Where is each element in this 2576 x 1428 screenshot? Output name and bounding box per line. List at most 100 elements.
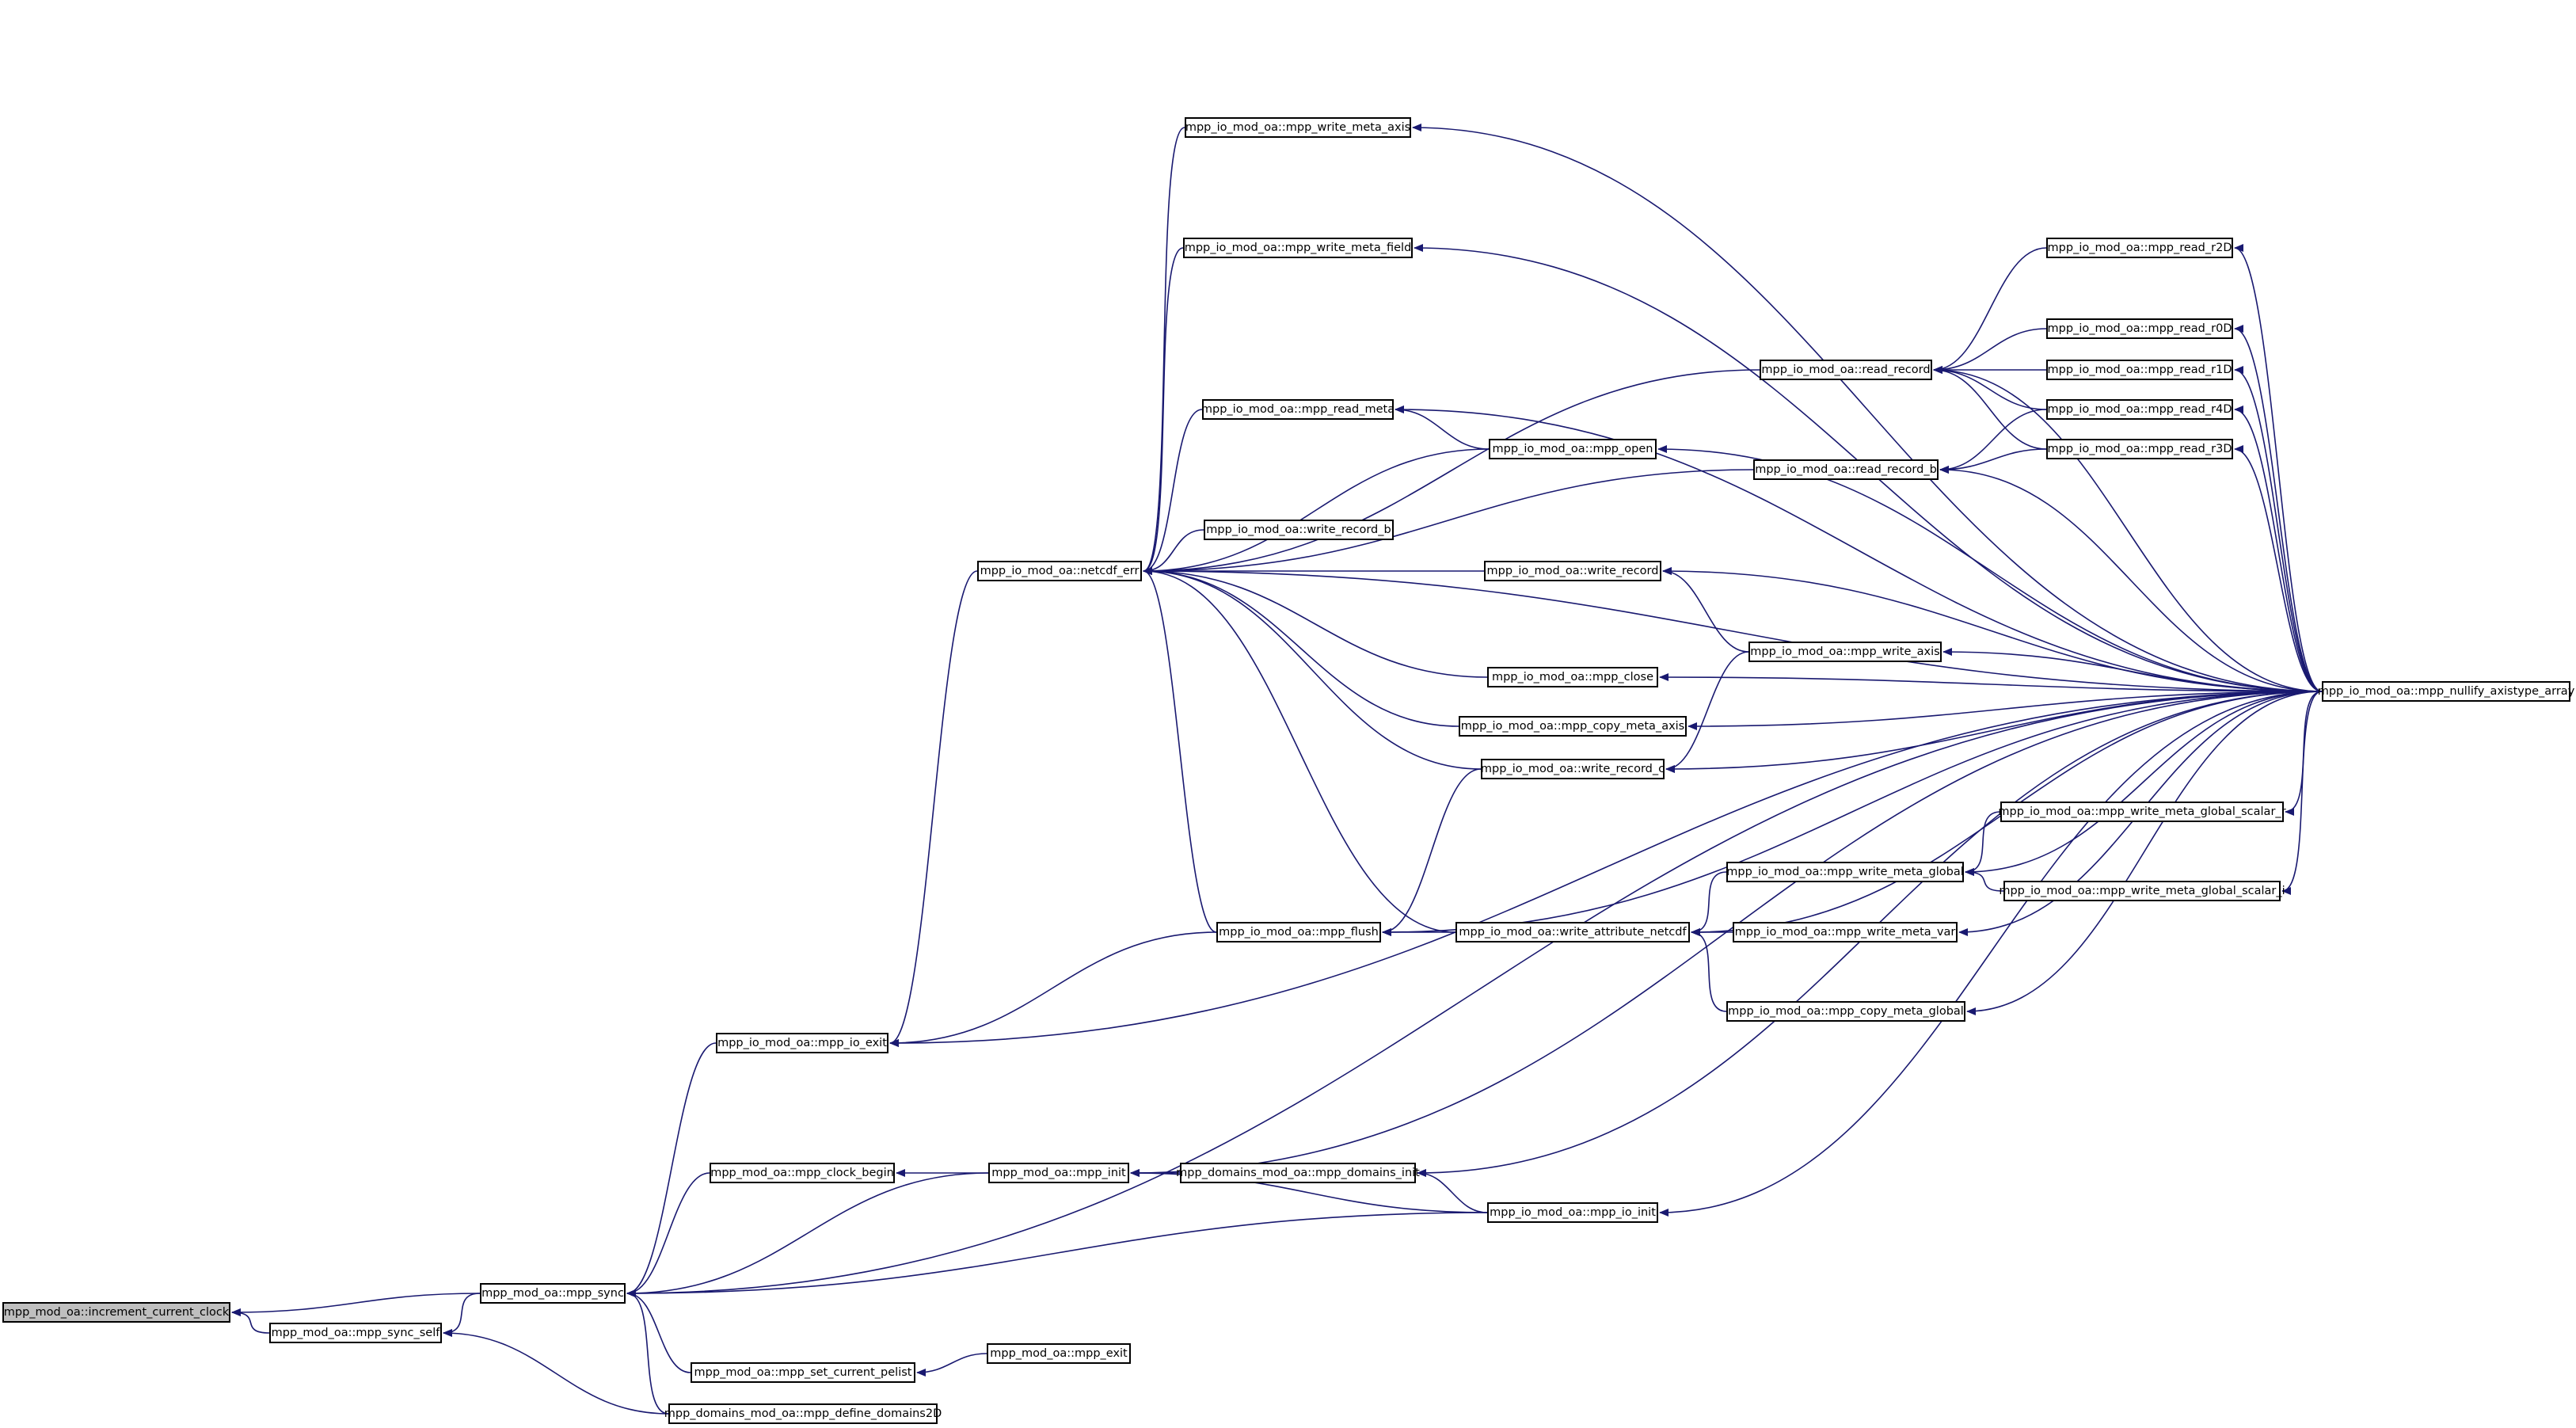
edge-netcdf_err-read_record (1143, 369, 1760, 575)
node-mpp-read-r4d[interactable]: mpp_io_mod_oa::mpp_read_r4D (2046, 399, 2233, 420)
edge-mpp_sync-mpp_set_current_pelist (626, 1289, 691, 1373)
edge-mpp_flush-mpp_nullify_axistype_array (1382, 691, 2323, 936)
edge-mpp_read_r3D-mpp_nullify_axistype_array (2234, 445, 2323, 692)
node-mpp-set-current-pelist[interactable]: mpp_mod_oa::mpp_set_current_pelist (691, 1362, 915, 1383)
edge-mpp_write_meta_global-mpp_write_meta_global_scalar_r (1965, 811, 2001, 876)
node-mpp-write-meta-axis[interactable]: mpp_io_mod_oa::mpp_write_meta_axis (1185, 117, 1411, 138)
node-mpp-close[interactable]: mpp_io_mod_oa::mpp_close (1487, 667, 1658, 687)
edge-netcdf_err-write_record_c (1143, 567, 1482, 770)
node-mpp-copy-meta-global[interactable]: mpp_io_mod_oa::mpp_copy_meta_global (1726, 1001, 1965, 1022)
node-write-record[interactable]: mpp_io_mod_oa::write_record (1484, 561, 1661, 581)
edge-netcdf_err-mpp_flush (1143, 567, 1217, 933)
edge-mpp_read_r0D-mpp_nullify_axistype_array (2234, 325, 2323, 692)
edge-read_record_b-mpp_nullify_axistype_array (1939, 466, 2323, 692)
node-mpp-domains-init[interactable]: mpp_domains_mod_oa::mpp_domains_init (1176, 1163, 1420, 1183)
node-mpp-open[interactable]: mpp_io_mod_oa::mpp_open (1489, 439, 1657, 459)
edge-mpp_write_axis-mpp_nullify_axistype_array (1942, 648, 2323, 692)
node-mpp-read-meta[interactable]: mpp_io_mod_oa::mpp_read_meta (1201, 399, 1395, 420)
node-mpp-read-r0d[interactable]: mpp_io_mod_oa::mpp_read_r0D (2046, 318, 2233, 339)
edge-mpp_write_meta_axis-mpp_nullify_axistype_array (1412, 124, 2323, 692)
edge-mpp_write_meta_global_scalar_i-mpp_nullify_axistype_array (2281, 691, 2323, 895)
edge-mpp_sync_self-mpp_sync (443, 1293, 481, 1337)
edge-netcdf_err-mpp_copy_meta_axis (1143, 567, 1459, 727)
node-write-record-b[interactable]: mpp_io_mod_oa::write_record_b (1204, 520, 1394, 540)
edge-read_record_b-mpp_read_r4D (1939, 409, 2047, 474)
edge-increment_current_clock-mpp_sync (231, 1293, 481, 1316)
edge-netcdf_err-mpp_write_meta_field (1143, 247, 1184, 575)
node-mpp-read-r3d[interactable]: mpp_io_mod_oa::mpp_read_r3D (2046, 439, 2233, 459)
node-mpp-write-meta-global-scalar-r[interactable]: mpp_io_mod_oa::mpp_write_meta_global_sca… (1998, 802, 2286, 822)
node-mpp-copy-meta-axis[interactable]: mpp_io_mod_oa::mpp_copy_meta_axis (1459, 716, 1687, 737)
node-mpp-define-domains2d[interactable]: mpp_domains_mod_oa::mpp_define_domains2D (664, 1403, 942, 1424)
node-mpp-init[interactable]: mpp_mod_oa::mpp_init (988, 1163, 1129, 1183)
edge-mpp_copy_meta_axis-mpp_nullify_axistype_array (1688, 691, 2323, 730)
node-mpp-write-meta-global[interactable]: mpp_io_mod_oa::mpp_write_meta_global (1726, 862, 1964, 882)
node-mpp-io-init[interactable]: mpp_io_mod_oa::mpp_io_init (1487, 1202, 1658, 1223)
edge-mpp_io_exit-mpp_nullify_axistype_array (889, 691, 2323, 1047)
edge-write_record-mpp_write_axis (1662, 567, 1749, 653)
edge-netcdf_err-mpp_open (1143, 448, 1490, 575)
node-mpp-exit[interactable]: mpp_mod_oa::mpp_exit (987, 1343, 1131, 1364)
edge-mpp_read_r2D-mpp_nullify_axistype_array (2234, 244, 2323, 692)
edge-read_record-mpp_nullify_axistype_array (1933, 366, 2323, 692)
node-mpp-clock-begin[interactable]: mpp_mod_oa::mpp_clock_begin (710, 1163, 895, 1183)
edge-write_record_c-mpp_write_axis (1665, 651, 1749, 773)
edge-mpp_sync-mpp_init (626, 1172, 989, 1297)
node-mpp-nullify-axistype-array[interactable]: mpp_io_mod_oa::mpp_nullify_axistype_arra… (2318, 681, 2574, 702)
node-mpp-read-r2d[interactable]: mpp_io_mod_oa::mpp_read_r2D (2046, 238, 2233, 258)
edge-mpp_sync-mpp_io_exit (626, 1042, 717, 1297)
edge-mpp_domains_init-mpp_io_init (1417, 1169, 1488, 1213)
edge-netcdf_err-mpp_close (1143, 567, 1488, 678)
edge-mpp_sync-mpp_clock_begin (626, 1172, 710, 1297)
edge-netcdf_err-mpp_read_meta (1143, 409, 1203, 575)
edge-write_attribute_netcdf-mpp_copy_meta_global (1691, 928, 1727, 1012)
edge-mpp_read_meta-mpp_nullify_axistype_array (1395, 406, 2323, 692)
edge-read_record-mpp_read_r3D (1933, 366, 2047, 450)
edge-netcdf_err-mpp_write_meta_axis (1143, 127, 1185, 575)
node-mpp-io-exit[interactable]: mpp_io_mod_oa::mpp_io_exit (716, 1033, 888, 1053)
edge-mpp_close-mpp_nullify_axistype_array (1659, 673, 2323, 692)
node-increment-current-clock: mpp_mod_oa::increment_current_clock (2, 1302, 230, 1323)
edge-mpp_write_meta_global-mpp_write_meta_global_scalar_i (1965, 868, 2004, 892)
edge-netcdf_err-write_record_b (1143, 529, 1204, 575)
edge-write_attribute_netcdf-mpp_write_meta_global (1691, 871, 1727, 936)
edge-mpp_sync-mpp_define_domains2D (626, 1289, 669, 1415)
node-read-record-b[interactable]: mpp_io_mod_oa::read_record_b (1753, 459, 1939, 480)
node-mpp-write-axis[interactable]: mpp_io_mod_oa::mpp_write_axis (1748, 642, 1942, 662)
edge-read_record-mpp_read_r0D (1933, 328, 2047, 374)
edge-write_record_c-mpp_nullify_axistype_array (1665, 691, 2323, 773)
edge-mpp_io_exit-netcdf_err (889, 570, 978, 1047)
edge-mpp_io_init-mpp_nullify_axistype_array (1659, 691, 2323, 1217)
node-mpp-read-r1d[interactable]: mpp_io_mod_oa::mpp_read_r1D (2046, 360, 2233, 380)
node-mpp-write-meta-field[interactable]: mpp_io_mod_oa::mpp_write_meta_field (1183, 238, 1413, 258)
node-mpp-sync[interactable]: mpp_mod_oa::mpp_sync (480, 1283, 626, 1304)
node-mpp-flush[interactable]: mpp_io_mod_oa::mpp_flush (1216, 922, 1381, 942)
edge-mpp_copy_meta_global-mpp_nullify_axistype_array (1966, 691, 2323, 1015)
edge-read_record-mpp_read_r2D (1933, 247, 2047, 374)
edge-mpp_set_current_pelist-mpp_exit (916, 1353, 987, 1377)
edge-mpp_sync-mpp_nullify_axistype_array (626, 691, 2323, 1297)
edge-mpp_io_exit-mpp_flush (889, 931, 1217, 1047)
edge-read_record_b-mpp_read_r3D (1939, 448, 2047, 474)
edge-netcdf_err-read_record_b (1143, 469, 1754, 575)
node-netcdf-err[interactable]: mpp_io_mod_oa::netcdf_err (977, 561, 1142, 581)
edge-mpp_flush-write_record_c (1382, 768, 1482, 936)
edge-read_record-mpp_read_r4D (1933, 366, 2047, 410)
edge-mpp_write_meta_global-mpp_nullify_axistype_array (1965, 691, 2323, 876)
edge-netcdf_err-write_attribute_netcdf (1143, 567, 1456, 933)
node-write-record-c[interactable]: mpp_io_mod_oa::write_record_c (1481, 759, 1665, 779)
node-mpp-write-meta-var[interactable]: mpp_io_mod_oa::mpp_write_meta_var (1733, 922, 1958, 942)
edge-mpp_read_r1D-mpp_nullify_axistype_array (2234, 366, 2323, 692)
edge-mpp_sync_self-mpp_define_domains2D (443, 1329, 669, 1415)
node-read-record[interactable]: mpp_io_mod_oa::read_record (1760, 360, 1932, 380)
edge-mpp_read_meta-mpp_open (1395, 406, 1490, 450)
edge-mpp_read_r4D-mpp_nullify_axistype_array (2234, 406, 2323, 692)
edge-increment_current_clock-mpp_sync_self (231, 1308, 270, 1334)
edge-mpp_sync-mpp_io_init (626, 1212, 1488, 1297)
node-write-attribute-netcdf[interactable]: mpp_io_mod_oa::write_attribute_netcdf (1455, 922, 1690, 942)
node-mpp-write-meta-global-scalar-i[interactable]: mpp_io_mod_oa::mpp_write_meta_global_sca… (1999, 881, 2285, 901)
edge-netcdf_err-mpp_nullify_axistype_array (1143, 567, 2323, 692)
node-mpp-sync-self[interactable]: mpp_mod_oa::mpp_sync_self (269, 1323, 442, 1343)
